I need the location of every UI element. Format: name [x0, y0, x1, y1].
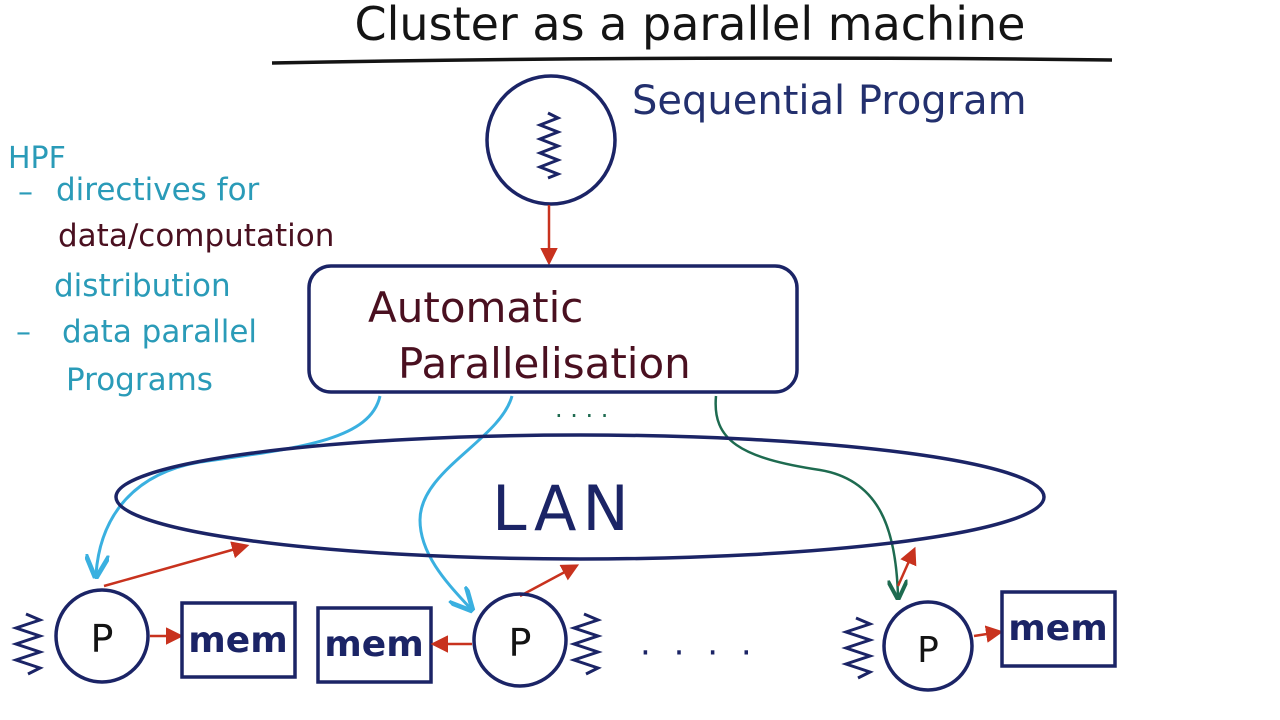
compute-node: mem P: [316, 592, 603, 688]
node-row-continuation: · · · ·: [640, 633, 758, 673]
node-lan-link: [103, 541, 250, 588]
hpf-bullet1-line2: data/computation: [58, 218, 334, 254]
bullet-dash: –: [18, 175, 33, 210]
thread-squiggle-icon: [535, 111, 563, 180]
hpf-bullet1-line1: directives for: [56, 172, 260, 208]
node-lan-link: [896, 546, 917, 587]
processor-label: P: [509, 621, 532, 665]
hpf-bullet1-line3: distribution: [54, 268, 231, 304]
hpf-heading: HPF: [8, 141, 66, 176]
title-underline: [271, 56, 1113, 65]
memory-label: mem: [188, 620, 287, 661]
compute-node: P mem: [841, 590, 1117, 692]
distribution-arrow-3: [714, 395, 898, 596]
processor-label: P: [917, 630, 939, 671]
distribution-arrow-2: [418, 395, 514, 608]
sequential-program-circle: [485, 74, 617, 206]
memory-box: [1000, 590, 1117, 668]
thread-squiggle-icon: [11, 612, 45, 676]
auto-box-continuation: · · · ·: [555, 402, 608, 430]
lan-label: LAN: [492, 472, 635, 545]
sequential-program-label: Sequential Program: [632, 78, 1027, 124]
auto-box-line1: Automatic: [368, 283, 583, 332]
memory-box: [180, 601, 297, 679]
thread-squiggle-icon: [569, 612, 603, 676]
hpf-bullet2-line2: Programs: [66, 362, 213, 398]
compute-node: P mem: [11, 588, 297, 684]
proc-mem-arrow: [973, 625, 1004, 643]
lan-ellipse: [114, 433, 1046, 561]
auto-box-line2: Parallelisation: [398, 339, 691, 388]
thread-squiggle-icon: [841, 616, 875, 680]
bullet-dash: –: [16, 315, 31, 350]
memory-label: mem: [1008, 608, 1107, 649]
processor-label: P: [91, 617, 114, 661]
auto-parallel-box: [307, 264, 799, 394]
page-title: Cluster as a parallel machine: [355, 0, 1026, 51]
hpf-notes: HPF – directives for data/computation di…: [8, 141, 334, 398]
processor-circle: [882, 600, 974, 692]
processor-circle: [472, 592, 568, 688]
node-lan-link: [519, 564, 580, 598]
processor-circle: [54, 588, 150, 684]
hpf-bullet2-line1: data parallel: [62, 314, 257, 350]
memory-label: mem: [324, 624, 423, 665]
